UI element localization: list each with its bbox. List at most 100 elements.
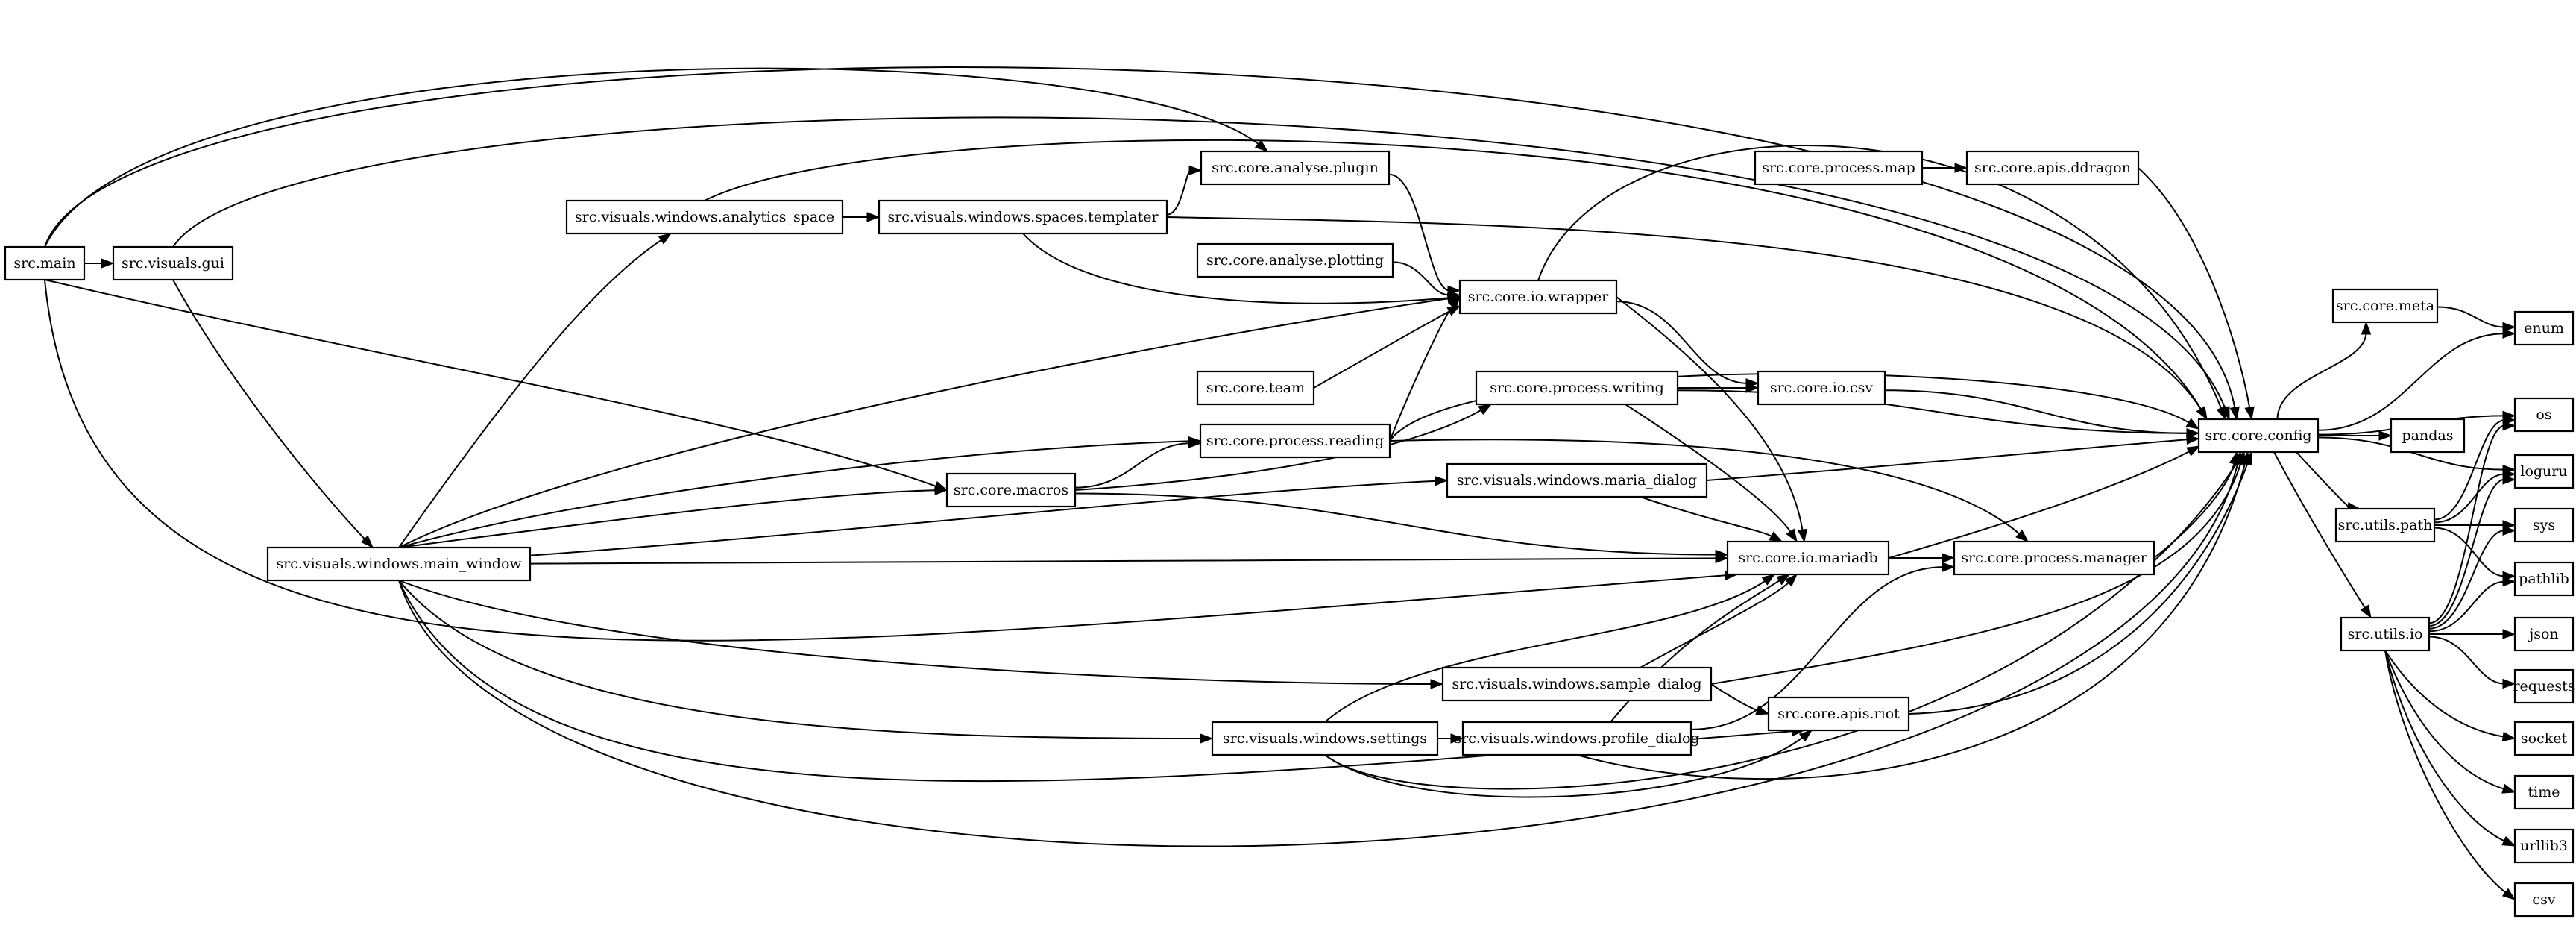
node-label: src.core.analyse.plotting	[1206, 252, 1384, 269]
node-templater: src.visuals.windows.spaces.templater	[878, 199, 1168, 235]
edge-main-to-macros	[44, 279, 948, 491]
edge-line	[398, 580, 1203, 739]
node-box	[2513, 721, 2575, 756]
arrowhead-icon	[2185, 418, 2200, 430]
edge-line	[2296, 451, 2350, 509]
edge-sample-to-mariadb	[1640, 573, 1798, 668]
node-label: src.visuals.gui	[122, 255, 224, 272]
edge-riot-to-config	[1908, 451, 2252, 715]
edge-line	[2437, 306, 2505, 328]
node-label: csv	[2532, 891, 2555, 908]
node-time: time	[2513, 774, 2575, 810]
node-box	[2513, 828, 2575, 864]
node-csvio: src.core.io.csv	[1757, 370, 1886, 406]
node-label: pandas	[2402, 427, 2454, 444]
node-label: src.core.team	[1206, 380, 1305, 396]
node-box	[2513, 668, 2575, 704]
node-label: src.core.io.mariadb	[1738, 550, 1877, 566]
edge-line	[1616, 301, 1748, 384]
edge-line	[1166, 169, 1191, 216]
arrowhead-icon	[1769, 531, 1783, 542]
edge-line	[1706, 439, 2189, 481]
node-label: src.core.apis.ddragon	[1974, 160, 2131, 176]
edge-uio-to-os	[2428, 420, 2516, 624]
arrowhead-icon	[1478, 404, 1493, 416]
node-box	[1199, 423, 1391, 459]
edge-line	[2428, 478, 2505, 627]
node-label: src.core.process.writing	[1490, 380, 1664, 396]
edge-line	[2428, 530, 2505, 630]
edge-line	[1710, 462, 2242, 685]
node-box	[2513, 310, 2575, 346]
node-main_window: src.visuals.windows.main_window	[266, 546, 532, 582]
arrowhead-icon	[2502, 525, 2516, 536]
arrowhead-icon	[1776, 574, 1791, 586]
node-label: src.main	[13, 255, 75, 272]
edge-line	[398, 462, 2239, 847]
node-label: time	[2528, 784, 2560, 800]
edge-templater-to-config	[1166, 216, 2208, 421]
arrowhead-icon	[1435, 476, 1449, 486]
node-label: src.core.io.wrapper	[1468, 289, 1609, 305]
node-box	[2513, 397, 2575, 433]
edge-main-to-plugin	[44, 67, 1269, 248]
edge-maria_dialog-to-config	[1706, 434, 2200, 481]
node-label: loguru	[2520, 463, 2567, 480]
edge-line	[1690, 566, 1944, 730]
node-enum: enum	[2513, 310, 2575, 346]
arrowhead-icon	[1954, 163, 1968, 173]
edge-line	[704, 139, 2202, 411]
node-team: src.core.team	[1196, 370, 1315, 406]
node-gui: src.visuals.gui	[112, 245, 234, 281]
node-label: src.core.process.map	[1762, 160, 1915, 176]
node-label: src.visuals.windows.spaces.templater	[887, 209, 1159, 225]
arrowhead-icon	[1188, 436, 1202, 447]
arrowhead-icon	[2196, 406, 2208, 421]
edge-line	[398, 440, 1191, 548]
arrowhead-icon	[2502, 322, 2516, 333]
edge-wrapper-to-config	[1537, 144, 2226, 421]
arrowhead-icon	[866, 212, 881, 222]
edge-ddragon-to-config	[2138, 167, 2255, 421]
edge-line	[2317, 436, 2505, 471]
edge-line	[1640, 496, 1774, 538]
node-pmap: src.core.process.map	[1754, 150, 1924, 186]
edge-line	[529, 557, 1718, 565]
arrowhead-icon	[2186, 445, 2201, 457]
edge-maria_dialog-to-mariadb	[1640, 496, 1783, 542]
node-label: src.visuals.windows.main_window	[276, 556, 522, 572]
node-pathlib: pathlib	[2513, 561, 2575, 597]
edge-line	[2384, 650, 2505, 738]
edge-line	[44, 66, 2236, 410]
node-label: src.core.process.reading	[1206, 433, 1384, 449]
node-label: src.visuals.windows.profile_dialog	[1454, 730, 1699, 747]
edge-line	[2434, 527, 2505, 577]
arrowhead-icon	[658, 233, 673, 245]
node-box	[1757, 370, 1886, 406]
edge-uio-to-csvlib	[2384, 650, 2516, 900]
arrowhead-icon	[1745, 383, 1760, 393]
arrowhead-icon	[1200, 733, 1214, 744]
edge-mariadb-to-config	[1888, 445, 2201, 559]
node-analytics: src.visuals.windows.analytics_space	[565, 199, 844, 235]
edge-line	[1022, 233, 1450, 304]
node-box	[2197, 418, 2320, 454]
edge-line	[1389, 304, 1454, 442]
node-box	[1767, 696, 1910, 732]
arrowhead-icon	[2501, 888, 2516, 900]
edge-config-to-meta	[2276, 321, 2372, 420]
edge-manager-to-config	[2153, 451, 2239, 559]
edge-line	[172, 279, 367, 541]
edge-line	[1625, 404, 1792, 533]
arrowhead-icon	[934, 485, 948, 496]
edge-main_window-to-wrapper	[398, 293, 1461, 548]
node-box	[1965, 150, 2140, 186]
node-box	[1953, 540, 2155, 576]
arrowhead-icon	[1786, 528, 1798, 543]
arrowhead-icon	[360, 535, 374, 549]
arrowhead-icon	[1942, 553, 1956, 563]
node-reading: src.core.process.reading	[1199, 423, 1391, 459]
node-box	[2513, 561, 2575, 597]
node-label: urllib3	[2520, 838, 2568, 854]
edge-plugin-to-wrapper	[1388, 173, 1461, 296]
